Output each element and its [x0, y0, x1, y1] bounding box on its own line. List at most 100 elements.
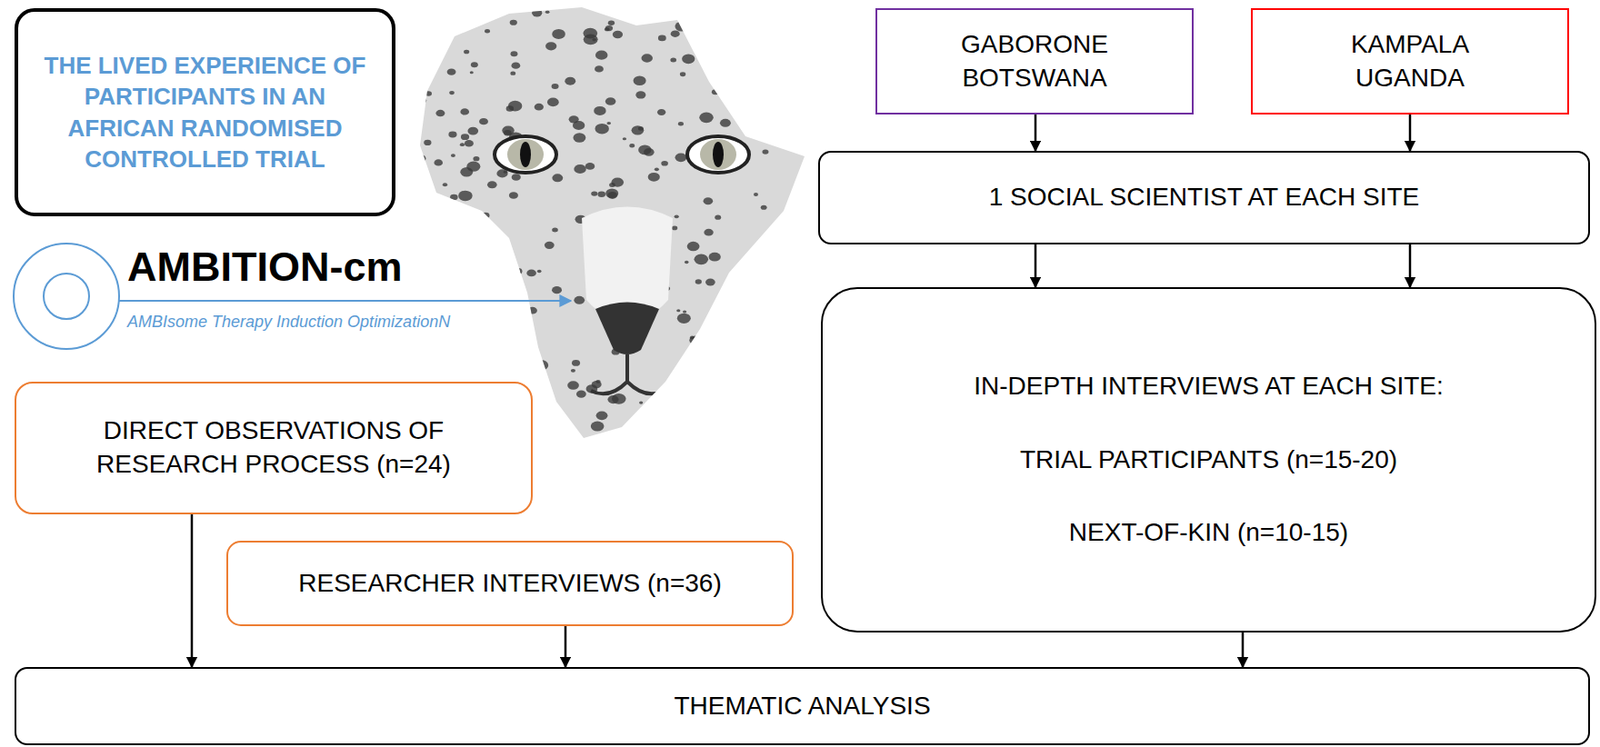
- leopard-spot: [723, 310, 730, 315]
- leopard-spot: [739, 75, 747, 81]
- leopard-spot: [524, 0, 533, 4]
- text-group: 1 SOCIAL SCIENTIST AT EACH SITE: [989, 180, 1420, 215]
- node-text: THEMATIC ANALYSIS: [673, 690, 930, 724]
- leopard-spot: [635, 90, 646, 99]
- leopard-spot: [572, 132, 586, 142]
- leopard-spot: [423, 140, 431, 146]
- leopard-spot: [714, 215, 721, 220]
- leopard-spot: [506, 314, 518, 323]
- leopard-spot: [694, 253, 710, 265]
- leopard-spot: [590, 421, 605, 432]
- method-box: DIRECT OBSERVATIONS OF RESEARCH PROCESS …: [14, 381, 533, 515]
- leopard-spot: [517, 332, 530, 343]
- leopard-spot: [526, 269, 537, 277]
- leopard-spot: [484, 29, 490, 33]
- leopard-spot: [720, 303, 726, 309]
- leopard-spot: [547, 98, 560, 108]
- leopard-spot: [452, 216, 457, 220]
- leopard-spot: [604, 27, 610, 31]
- leopard-spot: [576, 390, 587, 399]
- leopard-spot: [460, 142, 465, 147]
- leopard-spot: [802, 288, 809, 292]
- leopard-spot: [412, 95, 427, 107]
- leopard-spot: [585, 162, 595, 170]
- leopard-spot: [506, 105, 514, 111]
- leopard-spot: [608, 20, 615, 26]
- leopard-spot: [448, 275, 463, 287]
- logo-subtitle: AMBIsome Therapy Induction OptimizationN: [127, 312, 450, 332]
- leopard-spot: [516, 270, 522, 275]
- leopard-spot: [673, 380, 680, 386]
- leopard-spot: [445, 5, 455, 13]
- leopard-spot: [594, 123, 609, 135]
- leopard-spot: [705, 363, 718, 373]
- leopard-spot: [605, 25, 613, 31]
- leopard-spot: [480, 347, 490, 355]
- leopard-face: [494, 136, 750, 394]
- leopard-spot: [639, 401, 643, 405]
- leopard-spot: [449, 90, 455, 95]
- leopard-spot: [711, 89, 720, 95]
- leopard-spot: [456, 207, 465, 214]
- leopard-spot: [674, 214, 680, 219]
- leopard-spot: [766, 43, 775, 50]
- leopard-spot: [510, 50, 519, 57]
- leopard-spot: [513, 268, 522, 275]
- leopard-spot: [594, 65, 604, 72]
- leopard-spot: [654, 167, 660, 171]
- leopard-spot: [782, 129, 797, 140]
- leopard-spot: [463, 50, 470, 55]
- node-text: THE LIVED EXPERIENCE OF PARTICIPANTS IN …: [32, 50, 379, 175]
- leopard-spot: [756, 287, 760, 290]
- leopard-spot: [757, 93, 763, 98]
- leopard-spot: [510, 20, 518, 26]
- leopard-spot: [640, 53, 653, 62]
- leopard-spot: [790, 192, 797, 198]
- leopard-spot: [509, 191, 519, 200]
- text-group: DIRECT OBSERVATIONS OF RESEARCH PROCESS …: [60, 414, 488, 482]
- leopard-spot: [467, 127, 479, 136]
- text-group: KAMPALA UGANDA: [1296, 28, 1524, 96]
- leopard-spot: [547, 426, 560, 436]
- leopard-spot: [796, 76, 801, 80]
- leopard-spot: [768, 230, 777, 237]
- leopard-spot: [593, 106, 606, 116]
- leopard-spot: [695, 279, 702, 284]
- text-group: IN-DEPTH INTERVIEWS AT EACH SITE:TRIAL P…: [973, 370, 1444, 551]
- leopard-spot: [691, 430, 696, 433]
- leopard-spot: [753, 192, 759, 197]
- leopard-spot: [786, 260, 792, 265]
- leopard-spot: [610, 177, 624, 187]
- leopard-spot: [638, 145, 651, 156]
- leopard-spot: [766, 115, 770, 119]
- leopard-spot: [710, 26, 719, 33]
- leopard-spot: [800, 370, 813, 380]
- leopard-spot: [786, 0, 794, 4]
- leopard-spot: [527, 307, 537, 315]
- leopard-spot: [629, 143, 635, 148]
- leopard-spot: [452, 320, 459, 325]
- leopard-spot: [450, 153, 456, 158]
- leopard-spot: [671, 226, 678, 231]
- leopard-spot: [551, 29, 566, 40]
- leopard-spot: [720, 400, 731, 408]
- leopard-spot: [791, 31, 805, 41]
- leopard-spot: [582, 28, 598, 40]
- leopard-spot: [487, 180, 498, 189]
- node-text: TRIAL PARTICIPANTS (n=15-20): [1020, 443, 1398, 478]
- leopard-spot: [470, 70, 474, 74]
- leopard-spot: [507, 294, 513, 299]
- leopard-spot: [677, 313, 691, 324]
- leopard-spot: [657, 109, 666, 116]
- leopard-spot: [466, 161, 480, 172]
- leopard-spot: [728, 57, 733, 61]
- leopard-spot: [705, 279, 716, 287]
- text-group: GABORONE BOTSWANA: [920, 28, 1149, 96]
- leopard-spot: [678, 121, 684, 127]
- leopard-spot: [435, 110, 445, 117]
- leopard-spot: [684, 260, 690, 264]
- leopard-spot: [464, 140, 474, 148]
- analysis-box: THEMATIC ANALYSIS: [14, 667, 1590, 746]
- leopard-spot: [790, 225, 795, 229]
- leopard-spot: [590, 190, 598, 196]
